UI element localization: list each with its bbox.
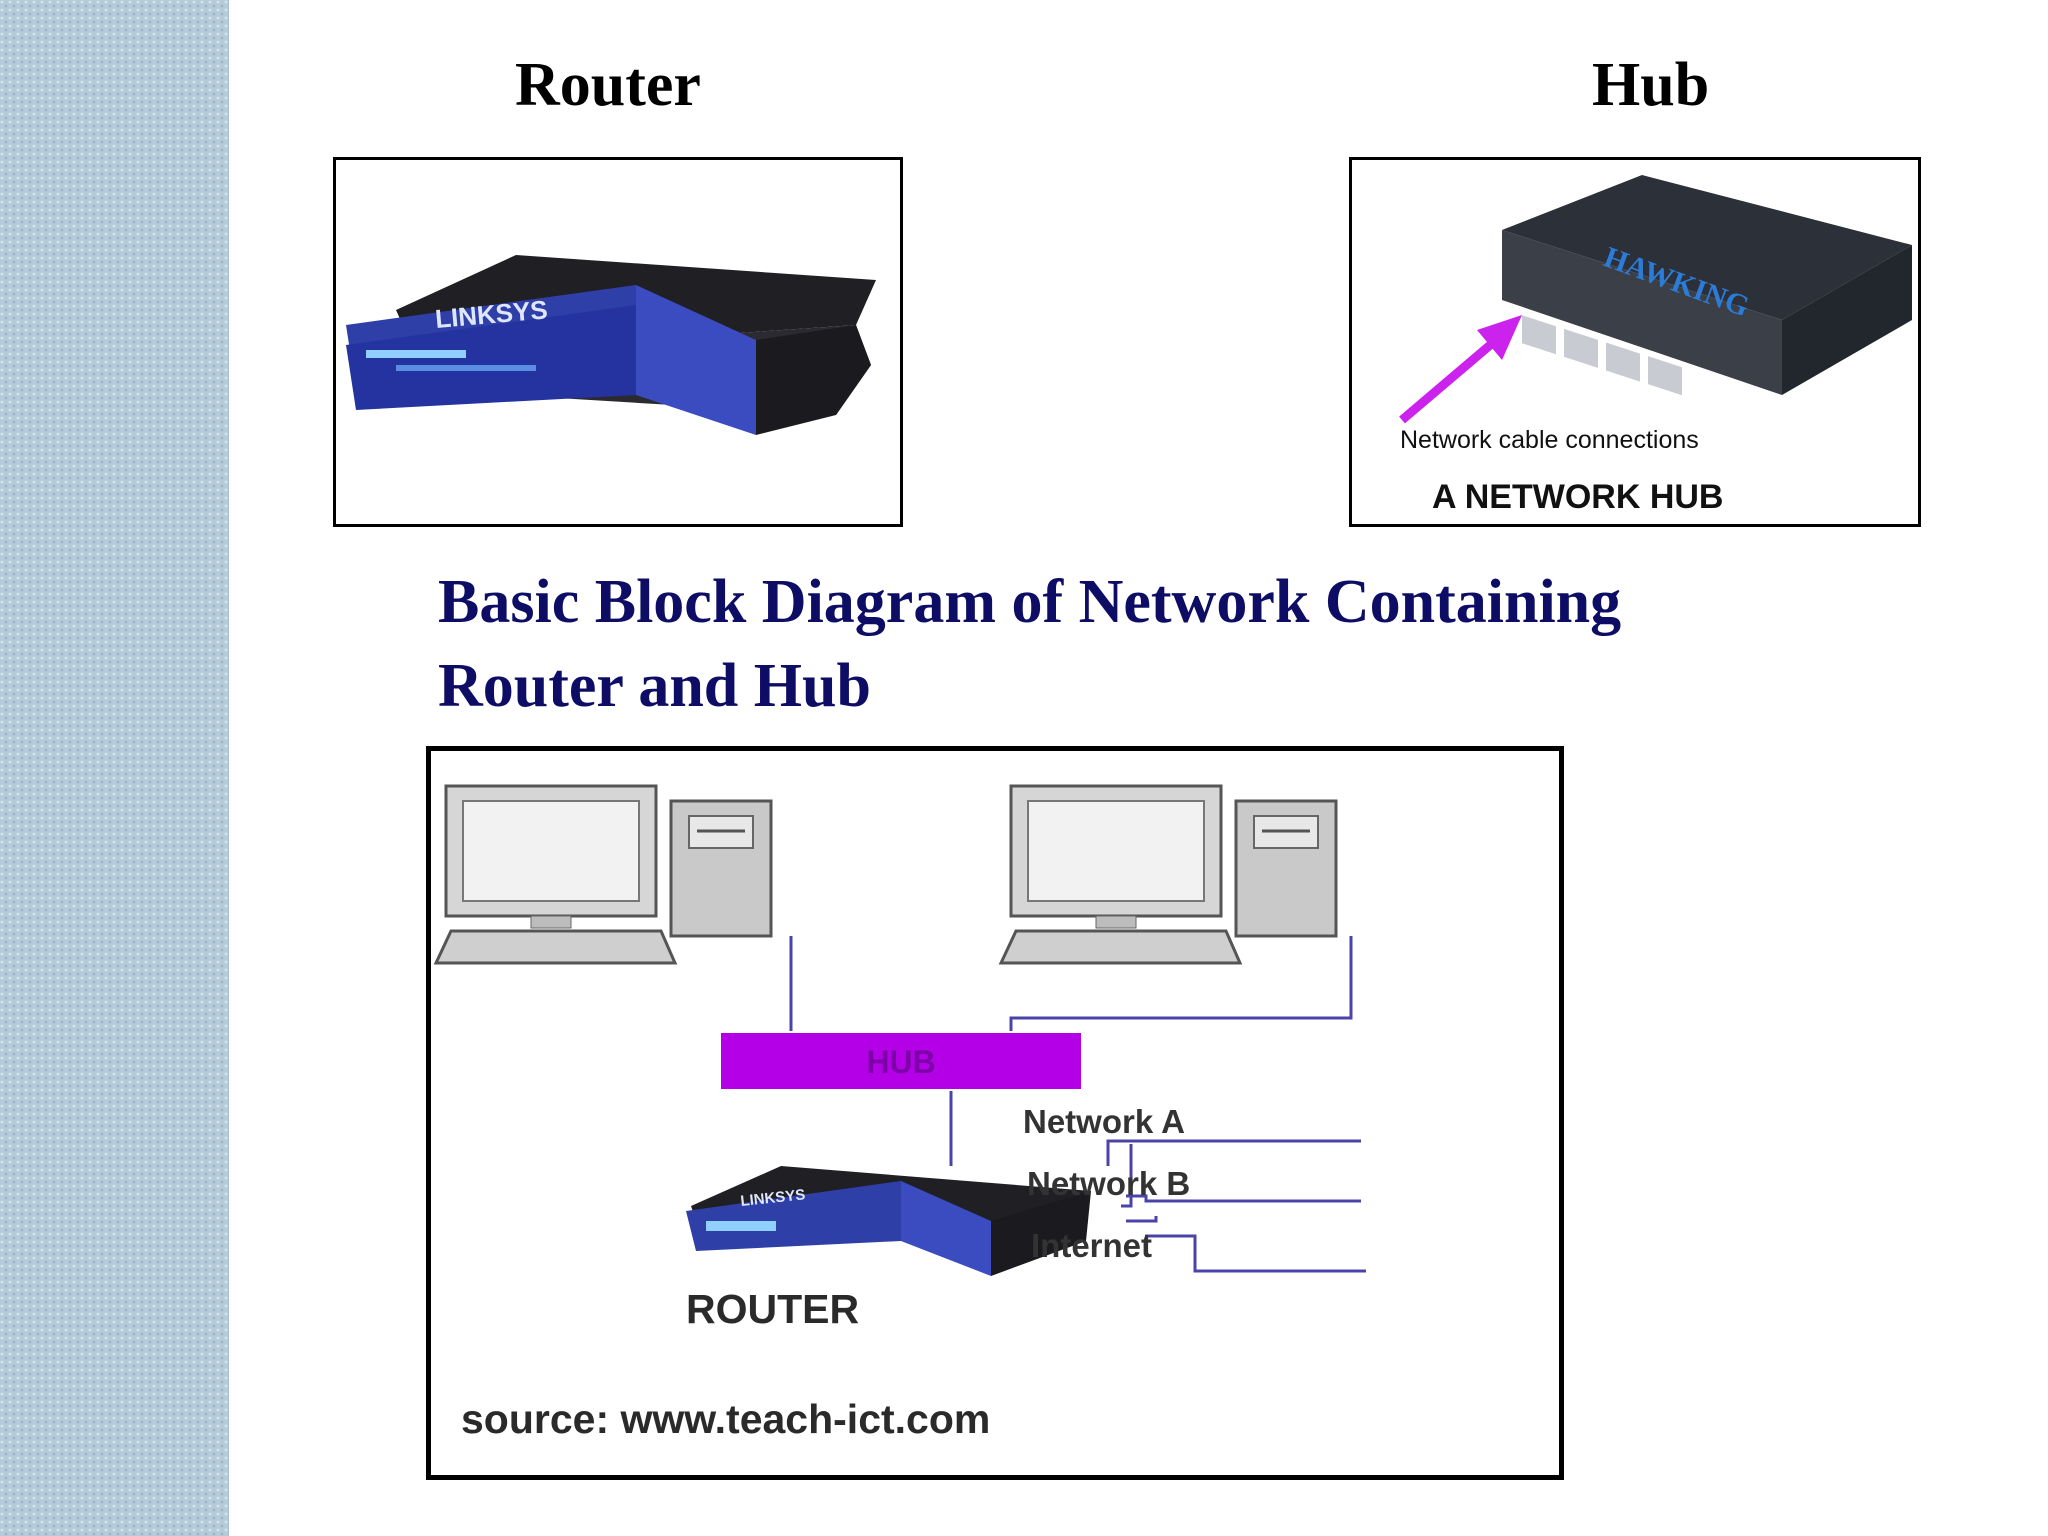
computer-2-icon	[998, 784, 1338, 965]
network-cables	[789, 936, 1366, 1273]
router-label: ROUTER	[686, 1286, 859, 1332]
computer-1-icon	[433, 784, 773, 965]
router-device-icon: LINKSYS	[346, 255, 876, 435]
internet-label: Internet	[1031, 1227, 1152, 1264]
hub-photo: HAWKING Network cable connections A NETW…	[1349, 157, 1921, 527]
diagram-title: Basic Block Diagram of Network Containin…	[438, 560, 1858, 728]
network-block-diagram: HUB LINKSYS Network A Network B Internet…	[426, 746, 1564, 1480]
hub-annotation: Network cable connections	[1400, 426, 1699, 454]
diagram-source: source: www.teach-ict.com	[461, 1396, 990, 1442]
network-a-label: Network A	[1023, 1103, 1185, 1140]
network-b-label: Network B	[1027, 1165, 1190, 1202]
hub-block-label: HUB	[866, 1044, 935, 1080]
router-heading: Router	[515, 51, 701, 119]
router-photo: LINKSYS	[333, 157, 903, 527]
router-icon: LINKSYS	[686, 1166, 1091, 1276]
diagram-title-line1: Basic Block Diagram of Network Containin…	[438, 568, 1622, 636]
decorative-sidebar-strip	[0, 0, 229, 1536]
diagram-title-line2: Router and Hub	[438, 652, 871, 720]
hub-caption: A NETWORK HUB	[1432, 478, 1724, 516]
router-brand-label: LINKSYS	[740, 1186, 806, 1210]
hub-device-icon: HAWKING Network cable connections A NETW…	[1399, 175, 1912, 516]
hub-block	[721, 1033, 1081, 1089]
hub-heading: Hub	[1592, 51, 1710, 119]
